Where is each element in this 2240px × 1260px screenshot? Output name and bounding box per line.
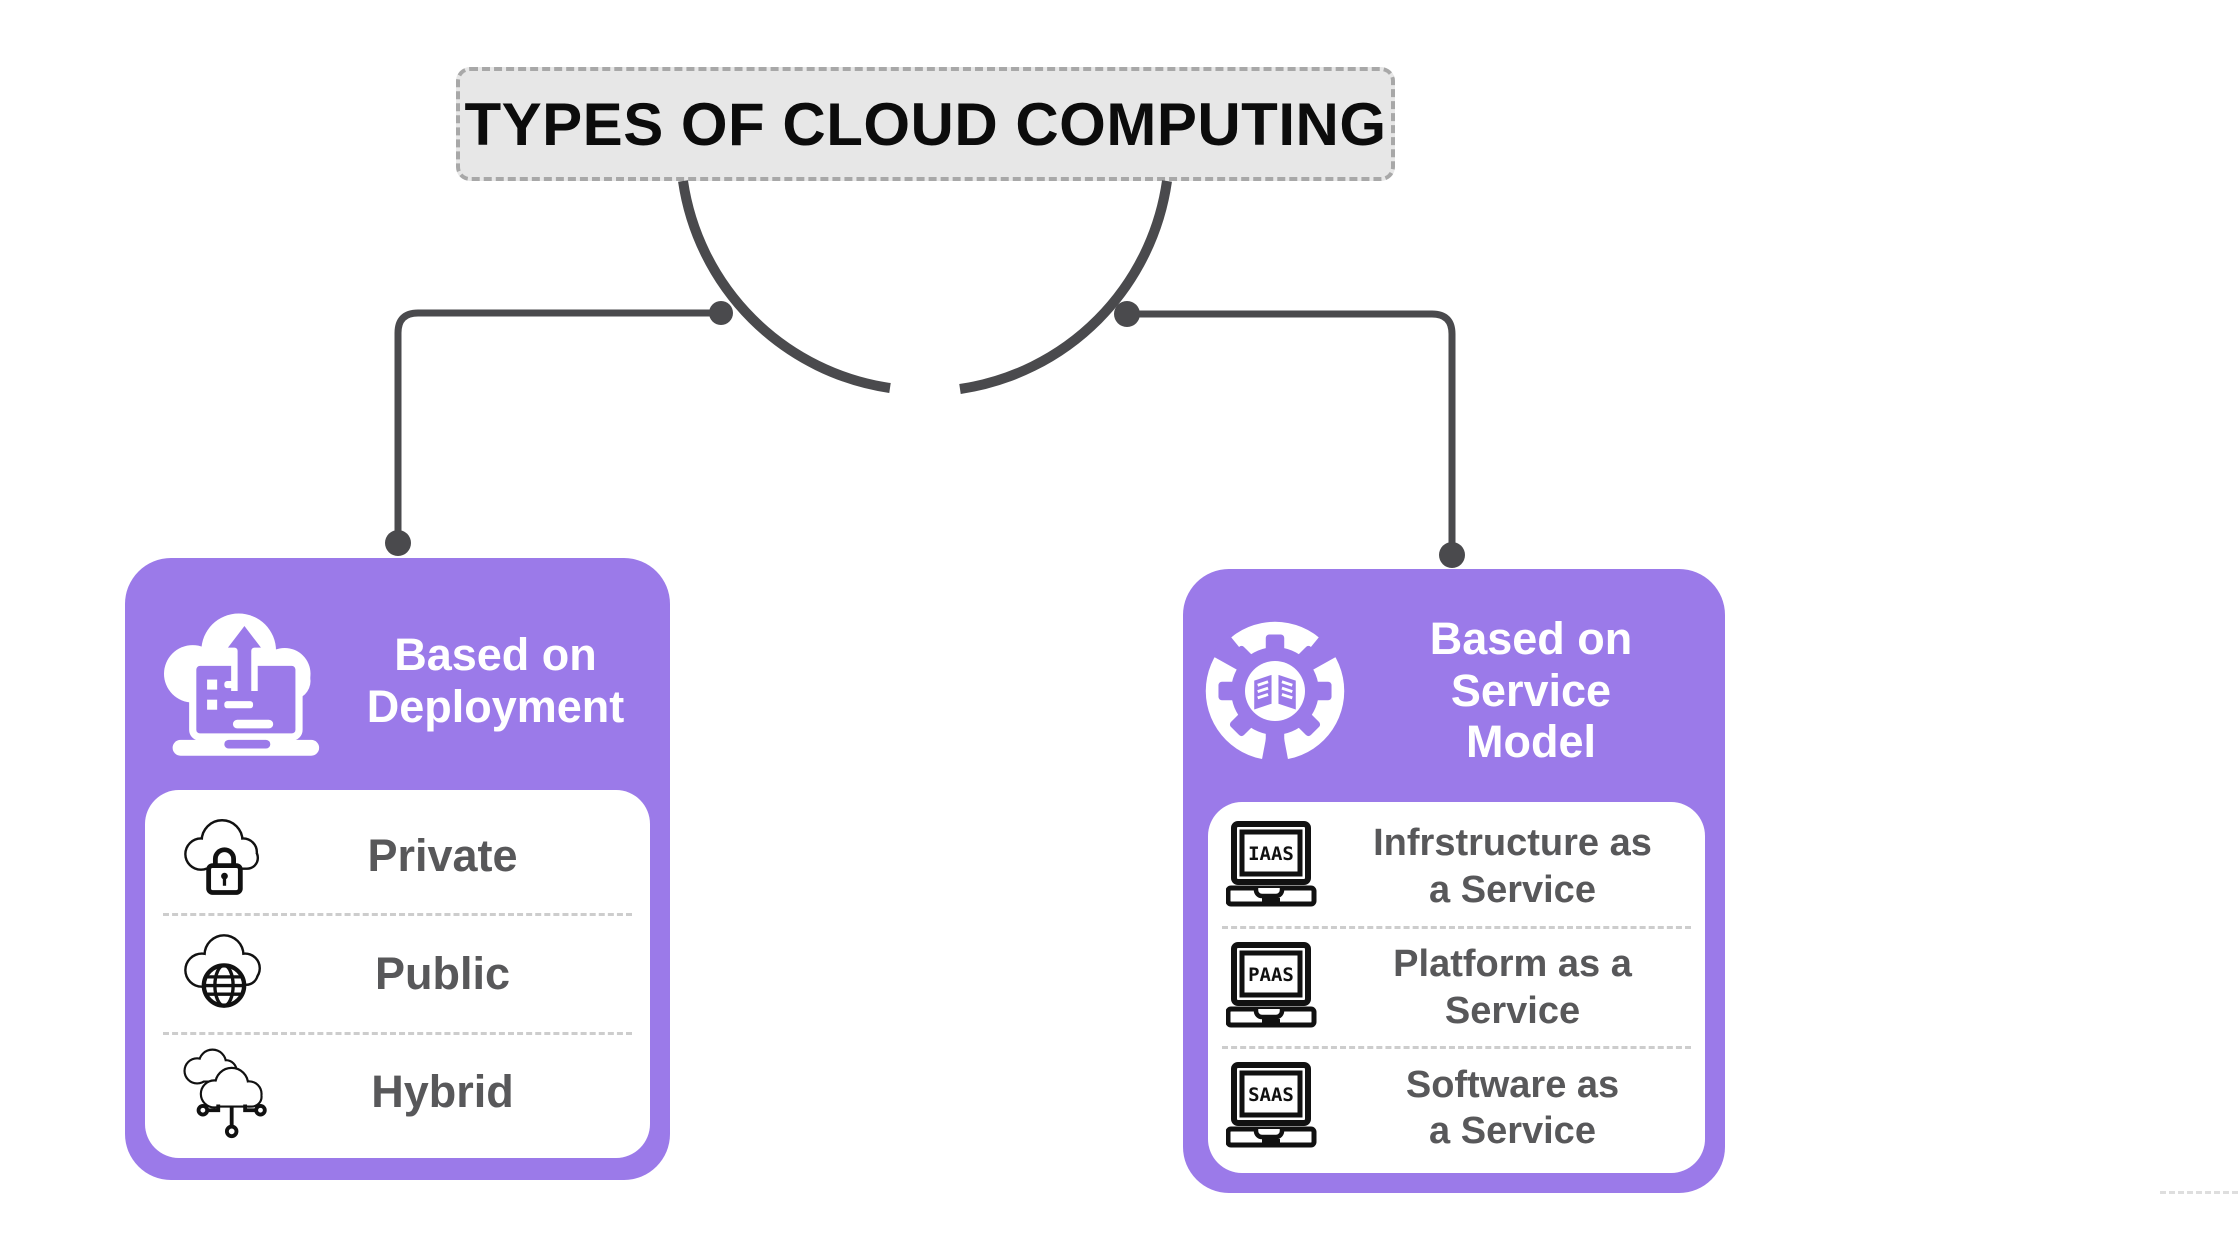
private-cloud-lock-icon xyxy=(169,806,279,906)
root-node: TYPES OF CLOUD COMPUTING xyxy=(456,67,1395,181)
service-model-card-title: Based on Service Model xyxy=(1353,613,1709,768)
deployment-card-body: Private xyxy=(145,790,650,1158)
laptop-paas-icon: PAAS xyxy=(1222,941,1334,1035)
service-item-label: Infrstructure as a Service xyxy=(1334,820,1691,913)
service-item-label-line1: Infrstructure as xyxy=(1373,822,1652,865)
deployment-title-line2: Deployment xyxy=(366,681,625,732)
branch-right-line xyxy=(1127,310,1456,555)
deployment-card-title: Based on Deployment xyxy=(341,629,650,733)
branch-right-start-dot xyxy=(1114,301,1140,327)
deployment-item-label: Public xyxy=(374,947,511,999)
edge-dashed-line xyxy=(2160,1191,2238,1194)
saas-badge-text: SAAS xyxy=(1248,1084,1294,1106)
branch-right-end-dot xyxy=(1439,542,1465,568)
branch-left-end-dot xyxy=(385,530,411,556)
service-item-label: Platform as a Service xyxy=(1334,941,1691,1034)
service-item-paas: PAAS Platform as a Service xyxy=(1222,925,1691,1047)
service-title-line3: Model xyxy=(1466,716,1596,768)
service-model-card-body: IAAS Infrstructure as a Service xyxy=(1208,802,1705,1173)
iaas-badge-text: IAAS xyxy=(1248,843,1294,865)
service-model-card-header: Based on Service Model xyxy=(1183,569,1725,802)
service-title-line2: Service xyxy=(1450,664,1612,716)
laptop-iaas-icon: IAAS xyxy=(1222,820,1334,914)
service-item-label-line2: Service xyxy=(1444,989,1581,1032)
hybrid-cloud-network-icon xyxy=(169,1042,279,1142)
service-item-saas: SAAS Software as a Service xyxy=(1222,1046,1691,1167)
service-item-label: Software as a Service xyxy=(1334,1062,1691,1155)
root-arc-left xyxy=(678,180,891,393)
gear-book-icon xyxy=(1197,616,1353,766)
deployment-card-header: Based on Deployment xyxy=(125,558,670,790)
service-title-line1: Based on xyxy=(1429,612,1633,664)
public-cloud-globe-icon xyxy=(169,924,279,1024)
deployment-item-private: Private xyxy=(163,798,632,913)
laptop-saas-icon: SAAS xyxy=(1222,1061,1334,1155)
deployment-item-public: Public xyxy=(163,913,632,1031)
service-item-label-line1: Software as xyxy=(1405,1063,1620,1106)
service-item-label-line1: Platform as a xyxy=(1393,943,1632,986)
branch-left-start-dot xyxy=(709,301,733,325)
service-item-label-line2: a Service xyxy=(1429,1110,1596,1153)
deployment-item-label: Hybrid xyxy=(371,1066,514,1118)
deployment-title-line1: Based on xyxy=(394,629,597,681)
deployment-item-label: Private xyxy=(367,829,518,881)
paas-badge-text: PAAS xyxy=(1248,964,1294,986)
deployment-card: Based on Deployment xyxy=(125,558,670,1180)
branch-left-line xyxy=(394,309,721,543)
service-item-label-line2: a Service xyxy=(1429,868,1596,911)
service-item-iaas: IAAS Infrstructure as a Service xyxy=(1222,808,1691,926)
root-arc-right xyxy=(959,180,1172,394)
cloud-upload-laptop-icon xyxy=(145,602,341,760)
diagram-title: TYPES OF CLOUD COMPUTING xyxy=(464,90,1387,158)
service-model-card: Based on Service Model IAAS xyxy=(1183,569,1725,1193)
deployment-item-hybrid: Hybrid xyxy=(163,1031,632,1150)
